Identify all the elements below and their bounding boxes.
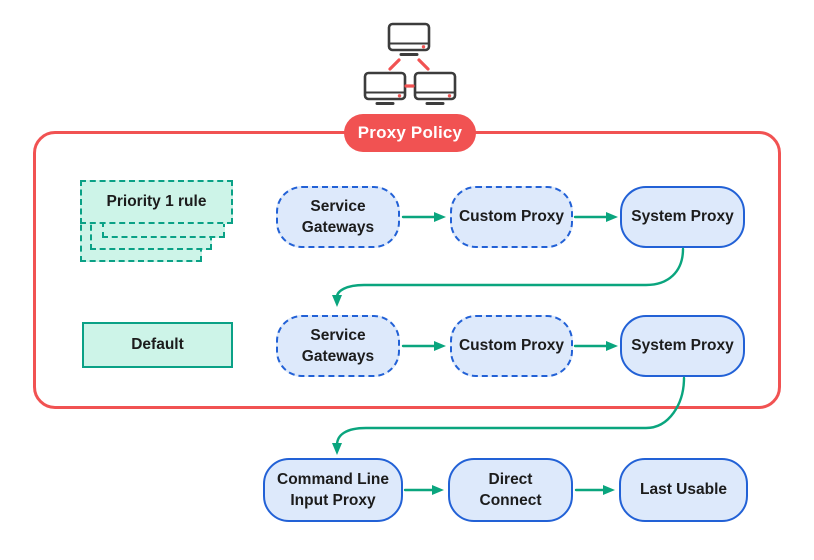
node-custom-proxy-priority: Custom Proxy: [450, 186, 573, 248]
proxy-policy-title: Proxy Policy: [357, 123, 463, 142]
node-command-line-input-proxy: Command Line Input Proxy: [263, 458, 403, 522]
node-direct-connect: Direct Connect: [448, 458, 573, 522]
node-system-proxy-default: System Proxy: [620, 315, 745, 377]
node-label: Command Line Input Proxy: [277, 470, 389, 509]
priority-rule-label: Priority 1 rule: [106, 193, 207, 210]
node-label: Service Gateways: [301, 326, 375, 365]
node-last-usable: Last Usable: [619, 458, 748, 522]
priority-rule-tag: Priority 1 rule: [80, 180, 233, 224]
node-label: Custom Proxy: [458, 337, 565, 355]
proxy-policy-badge: Proxy Policy: [344, 114, 476, 152]
node-label: System Proxy: [631, 337, 734, 355]
node-label: Service Gateways: [301, 197, 375, 236]
node-service-gateways-priority: Service Gateways: [276, 186, 400, 248]
node-service-gateways-default: Service Gateways: [276, 315, 400, 377]
network-computers-icon: [363, 22, 457, 105]
node-label: Last Usable: [639, 481, 727, 499]
node-label: System Proxy: [631, 208, 734, 226]
node-label: Direct Connect: [479, 470, 542, 509]
node-system-proxy-priority: System Proxy: [620, 186, 745, 248]
node-custom-proxy-default: Custom Proxy: [450, 315, 573, 377]
node-label: Custom Proxy: [458, 208, 565, 226]
default-rule-tag: Default: [82, 322, 233, 368]
default-rule-label: Default: [131, 336, 184, 353]
